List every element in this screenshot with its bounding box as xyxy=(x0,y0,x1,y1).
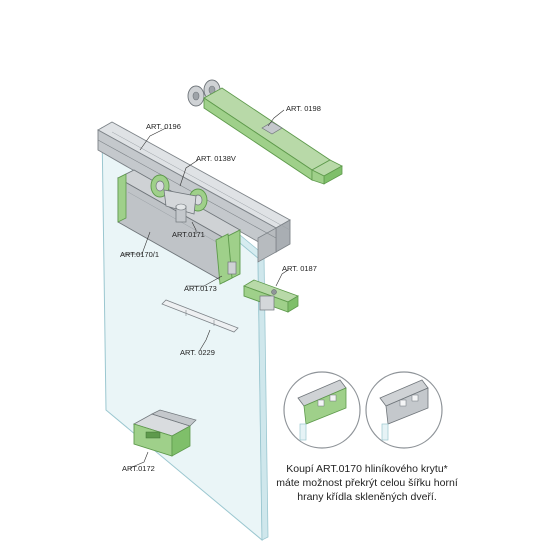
detail-inset-left xyxy=(283,371,361,449)
label-art-0229: ART. 0229 xyxy=(180,348,215,357)
top-rail xyxy=(97,121,291,263)
detail-inset-right xyxy=(365,371,443,449)
spacer-bar xyxy=(161,299,239,333)
label-art-0171: ART.0171 xyxy=(172,230,205,239)
label-art-0198: ART. 0198 xyxy=(286,104,321,113)
guide-piece xyxy=(215,233,237,285)
caption-line-2: máte možnost překrýt celou šířku horní xyxy=(276,477,458,489)
caption-text: Koupí ART.0170 hliníkového krytu* máte m… xyxy=(262,462,472,504)
roller-trolley xyxy=(150,174,208,223)
label-art-0196: ART. 0196 xyxy=(146,122,181,131)
leader-lines xyxy=(122,109,289,469)
label-art-0187: ART. 0187 xyxy=(282,264,317,273)
floor-guide xyxy=(132,409,197,457)
label-art-0172: ART.0172 xyxy=(122,464,155,473)
label-art-0170-1: ART.0170/1 xyxy=(120,250,160,259)
end-stop xyxy=(187,79,343,185)
caption-line-1: Koupí ART.0170 hliníkového krytu* xyxy=(286,463,448,475)
label-art-0173: ART.0173 xyxy=(184,284,217,293)
door-stopper xyxy=(243,279,299,313)
label-art-0138v: ART. 0138V xyxy=(196,154,236,163)
caption-line-3: hrany křídla skleněných dveří. xyxy=(297,491,437,503)
